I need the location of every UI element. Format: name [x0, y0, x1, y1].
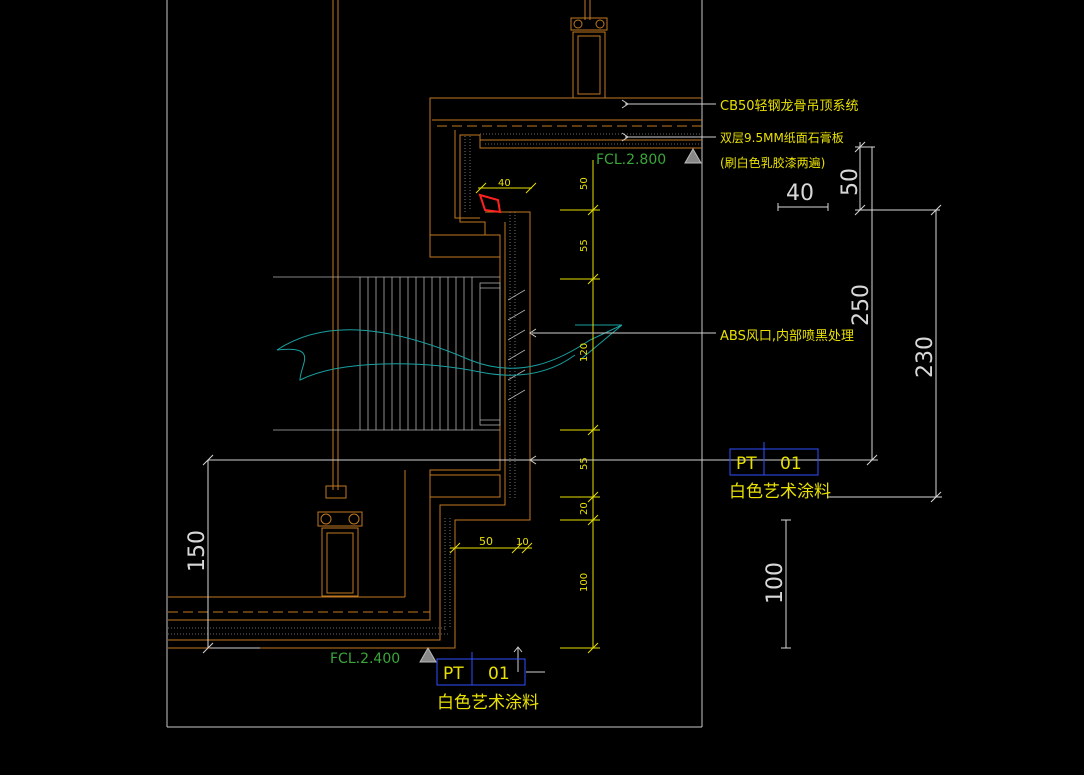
lower-hanger-bracket — [317, 485, 363, 597]
big-dim-250: 250 — [849, 284, 874, 326]
dim-50-v1: 50 — [579, 177, 590, 190]
dim-10-h: 10 — [516, 537, 529, 548]
airflow-arrow — [276, 324, 623, 381]
drawing-frame — [166, 0, 703, 728]
big-dim-150: 150 — [185, 530, 210, 572]
board-note-line1: 双层9.5MM纸面石膏板 — [720, 130, 844, 145]
dim-20-v: 20 — [579, 502, 590, 515]
big-dim-50: 50 — [838, 168, 863, 196]
gypsum-board-layers — [168, 133, 702, 635]
pt-tag-bottom — [436, 652, 526, 686]
dim-55-v2: 55 — [579, 457, 590, 470]
horizontal-dims-small — [449, 182, 537, 554]
dim-100-v: 100 — [579, 573, 590, 592]
pt-bottom-code: PT — [443, 664, 464, 684]
fcl-upper-level: FCL.2.800 — [596, 152, 666, 168]
top-hanger-bracket — [570, 0, 608, 99]
drip-edge-highlight — [478, 193, 502, 214]
pt-bottom-label: 白色艺术涂料 — [437, 693, 539, 713]
fcl-lower-level: FCL.2.400 — [330, 651, 400, 667]
level-markers — [419, 147, 702, 663]
vertical-dimension-chain — [560, 160, 600, 654]
pt-tag-right — [729, 442, 819, 476]
reference-lines — [208, 459, 878, 649]
pt-bottom-num: 01 — [488, 664, 510, 684]
leader-lines — [513, 99, 716, 673]
dim-120-v: 120 — [579, 343, 590, 362]
dim-50-h: 50 — [479, 535, 493, 548]
board-note-line2: (刷白色乳胶漆两遍) — [720, 155, 825, 170]
big-dim-40: 40 — [786, 181, 814, 206]
upper-ceiling-profile — [429, 97, 702, 258]
dim-55-v: 55 — [579, 239, 590, 252]
dim-40-top: 40 — [498, 178, 511, 189]
big-dim-100: 100 — [763, 562, 788, 604]
big-dimensions-right — [202, 141, 942, 654]
vent-grille — [273, 276, 526, 431]
cb50-note: CB50轻钢龙骨吊顶系统 — [720, 99, 859, 114]
pt-right-num: 01 — [780, 454, 802, 474]
big-dim-230: 230 — [913, 336, 938, 378]
pt-right-code: PT — [736, 454, 757, 474]
hanger-rod — [332, 0, 339, 490]
pt-right-label: 白色艺术涂料 — [729, 482, 831, 502]
abs-vent-note: ABS风口,内部喷黑处理 — [720, 328, 854, 344]
